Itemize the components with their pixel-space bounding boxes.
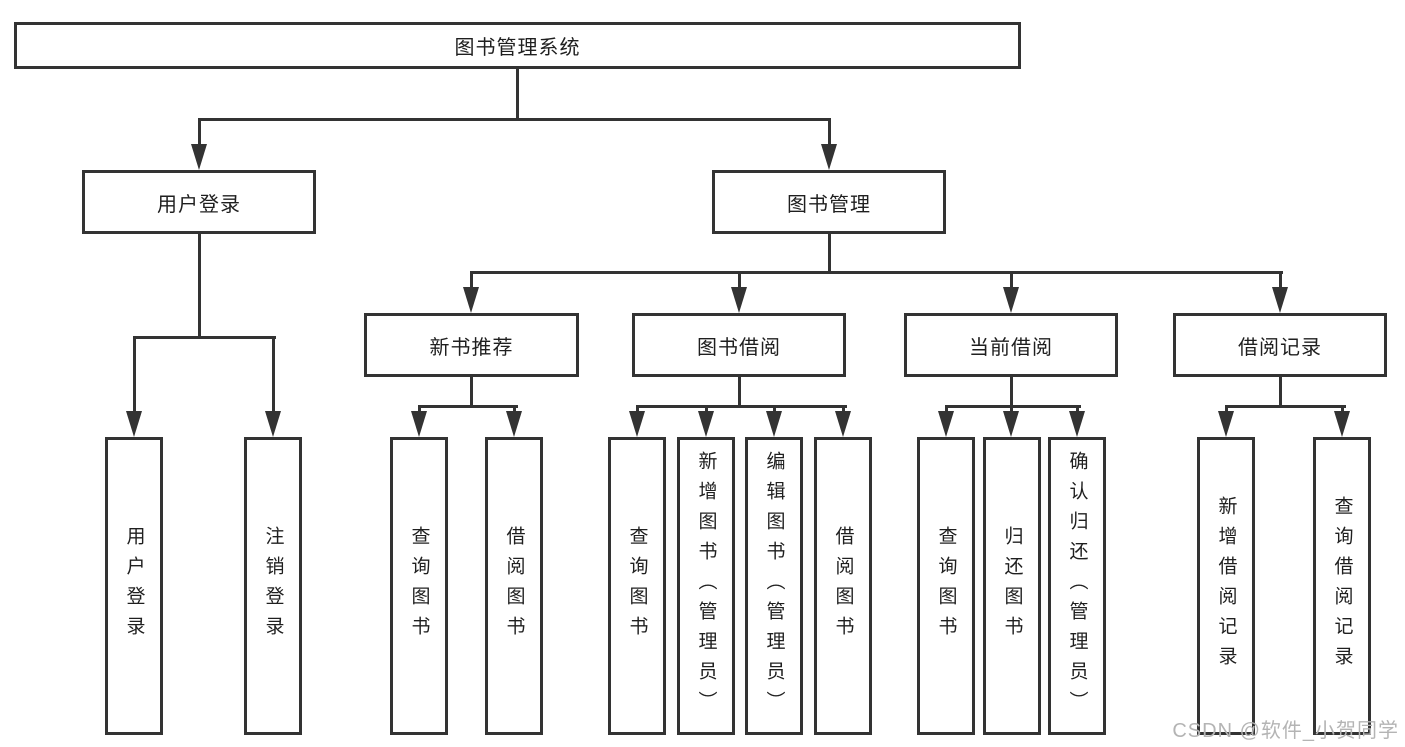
arrow-down-icon (191, 144, 207, 170)
connector-line (945, 405, 948, 415)
connector-line (945, 405, 1081, 408)
node-current-borrowing: 当前借阅 (904, 313, 1118, 377)
node-label: 图书管理 (787, 193, 871, 216)
leaf-label: 借阅图书 (503, 526, 525, 646)
leaf-query-borrow-record: 查询借阅记录 (1313, 437, 1371, 735)
connector-line (738, 377, 741, 407)
connector-line (1010, 271, 1013, 291)
leaf-label: 确认归还（管理员） (1066, 451, 1088, 721)
node-label: 用户登录 (157, 193, 241, 216)
connector-line (198, 118, 201, 146)
arrow-down-icon (1334, 411, 1350, 437)
node-library-management-system: 图书管理系统 (14, 22, 1021, 69)
arrow-down-icon (629, 411, 645, 437)
node-label: 借阅记录 (1238, 336, 1322, 359)
node-user-login: 用户登录 (82, 170, 316, 234)
arrow-down-icon (506, 411, 522, 437)
arrow-down-icon (698, 411, 714, 437)
connector-line (1010, 405, 1013, 415)
leaf-add-books-admin: 新增图书（管理员） (677, 437, 735, 735)
node-book-management: 图书管理 (712, 170, 946, 234)
arrow-down-icon (1272, 287, 1288, 313)
connector-line (272, 336, 275, 414)
connector-line (133, 336, 276, 339)
node-label: 当前借阅 (969, 336, 1053, 359)
leaf-label: 注销登录 (262, 526, 284, 646)
node-borrowing-records: 借阅记录 (1173, 313, 1387, 377)
arrow-down-icon (938, 411, 954, 437)
connector-line (773, 405, 776, 415)
connector-line (516, 68, 519, 120)
leaf-label: 查询借阅记录 (1331, 496, 1353, 676)
arrow-down-icon (821, 144, 837, 170)
connector-line (636, 405, 639, 415)
connector-line (1279, 377, 1282, 407)
leaf-user-login: 用户登录 (105, 437, 163, 735)
leaf-borrow-books-recommend: 借阅图书 (485, 437, 543, 735)
leaf-logout: 注销登录 (244, 437, 302, 735)
connector-line (470, 271, 1283, 274)
leaf-add-borrow-record: 新增借阅记录 (1197, 437, 1255, 735)
connector-line (1076, 405, 1079, 415)
leaf-label: 归还图书 (1001, 526, 1023, 646)
leaf-label: 用户登录 (123, 526, 145, 646)
leaf-return-books: 归还图书 (983, 437, 1041, 735)
node-label: 图书借阅 (697, 336, 781, 359)
connector-line (1279, 271, 1282, 291)
arrow-down-icon (1003, 411, 1019, 437)
arrow-down-icon (1069, 411, 1085, 437)
arrow-down-icon (1218, 411, 1234, 437)
arrow-down-icon (1003, 287, 1019, 313)
connector-line (1225, 405, 1228, 415)
node-book-borrowing: 图书借阅 (632, 313, 846, 377)
connector-line (705, 405, 708, 415)
leaf-label: 查询图书 (935, 526, 957, 646)
leaf-edit-books-admin: 编辑图书（管理员） (745, 437, 803, 735)
leaf-borrow-books-borrowing: 借阅图书 (814, 437, 872, 735)
node-label: 图书管理系统 (454, 37, 581, 59)
connector-line (470, 377, 473, 407)
connector-line (513, 405, 516, 415)
connector-line (418, 405, 421, 415)
node-new-book-recommendation: 新书推荐 (364, 313, 579, 377)
leaf-label: 新增借阅记录 (1215, 496, 1237, 676)
connector-line (1225, 405, 1346, 408)
leaf-label: 新增图书（管理员） (695, 451, 717, 721)
leaf-label: 借阅图书 (832, 526, 854, 646)
connector-line (636, 405, 847, 408)
leaf-label: 查询图书 (408, 526, 430, 646)
arrow-down-icon (411, 411, 427, 437)
arrow-down-icon (731, 287, 747, 313)
arrow-down-icon (766, 411, 782, 437)
connector-line (133, 336, 136, 414)
connector-line (418, 405, 518, 408)
connector-line (738, 271, 741, 291)
arrow-down-icon (126, 411, 142, 437)
leaf-query-books-borrowing: 查询图书 (608, 437, 666, 735)
leaf-query-books-recommend: 查询图书 (390, 437, 448, 735)
connector-line (198, 234, 201, 338)
connector-line (828, 234, 831, 274)
connector-line (842, 405, 845, 415)
connector-line (1341, 405, 1344, 415)
connector-line (198, 118, 831, 121)
leaf-label: 查询图书 (626, 526, 648, 646)
node-label: 新书推荐 (429, 336, 514, 359)
arrow-down-icon (265, 411, 281, 437)
arrow-down-icon (463, 287, 479, 313)
connector-line (1010, 377, 1013, 407)
csdn-watermark: CSDN @软件_小贺同学 (1172, 720, 1399, 742)
connector-line (470, 271, 473, 291)
connector-line (828, 118, 831, 146)
leaf-label: 编辑图书（管理员） (763, 451, 785, 721)
leaf-query-books-current: 查询图书 (917, 437, 975, 735)
arrow-down-icon (835, 411, 851, 437)
leaf-confirm-return-admin: 确认归还（管理员） (1048, 437, 1106, 735)
